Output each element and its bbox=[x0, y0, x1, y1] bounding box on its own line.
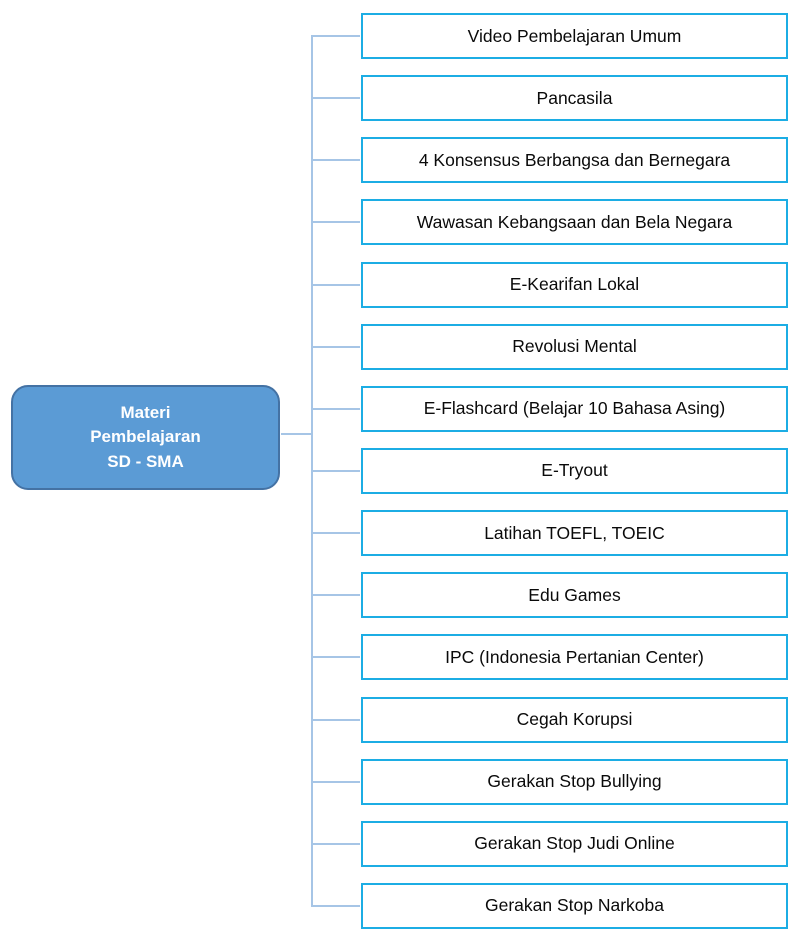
node-cegah-korupsi: Cegah Korupsi bbox=[311, 696, 788, 743]
node-edu-games: Edu Games bbox=[311, 572, 788, 619]
children-column: Video Pembelajaran Umum Pancasila 4 Kons… bbox=[311, 13, 788, 929]
connector-stub bbox=[311, 656, 360, 659]
root-connector-line bbox=[281, 433, 312, 435]
node-label: Gerakan Stop Judi Online bbox=[474, 833, 675, 854]
connector-stub bbox=[311, 35, 360, 37]
connector-stub bbox=[311, 469, 360, 472]
node-label: IPC (Indonesia Pertanian Center) bbox=[445, 646, 704, 667]
connector-stub bbox=[311, 283, 360, 286]
node-label: Cegah Korupsi bbox=[516, 709, 633, 730]
node-ipc-indonesia-pertanian-center: IPC (Indonesia Pertanian Center) bbox=[311, 634, 788, 681]
node-e-flashcard: E-Flashcard (Belajar 10 Bahasa Asing) bbox=[311, 385, 788, 432]
node-label: Edu Games bbox=[528, 584, 621, 605]
node-label: Latihan TOEFL, TOEIC bbox=[484, 522, 665, 543]
node-label: Gerakan Stop Narkoba bbox=[485, 895, 664, 916]
node-revolusi-mental: Revolusi Mental bbox=[311, 323, 788, 370]
node-label: E-Kearifan Lokal bbox=[509, 274, 640, 295]
node-label: Wawasan Kebangsaan dan Bela Negara bbox=[416, 211, 733, 232]
connector-stub bbox=[311, 780, 360, 783]
connector-stub bbox=[311, 904, 360, 907]
node-latihan-toefl-toeic: Latihan TOEFL, TOEIC bbox=[311, 510, 788, 557]
connector-stub bbox=[311, 345, 360, 348]
node-e-kearifan-lokal: E-Kearifan Lokal bbox=[311, 261, 788, 308]
root-label-line-2: Pembelajaran bbox=[90, 427, 201, 447]
connector-stub bbox=[311, 407, 360, 410]
node-e-tryout: E-Tryout bbox=[311, 447, 788, 494]
node-gerakan-stop-narkoba: Gerakan Stop Narkoba bbox=[311, 882, 788, 929]
connector-stub bbox=[311, 159, 360, 162]
node-label: Pancasila bbox=[536, 87, 613, 108]
node-pancasila: Pancasila bbox=[311, 75, 788, 122]
node-gerakan-stop-judi-online: Gerakan Stop Judi Online bbox=[311, 820, 788, 867]
root-label-line-3: SD - SMA bbox=[107, 451, 184, 471]
node-gerakan-stop-bullying: Gerakan Stop Bullying bbox=[311, 758, 788, 805]
node-4-konsensus-berbangsa-dan-bernegara: 4 Konsensus Berbangsa dan Bernegara bbox=[311, 137, 788, 184]
connector-stub bbox=[311, 842, 360, 845]
node-label: Gerakan Stop Bullying bbox=[487, 771, 662, 792]
node-label: E-Flashcard (Belajar 10 Bahasa Asing) bbox=[423, 398, 726, 419]
node-label: 4 Konsensus Berbangsa dan Bernegara bbox=[418, 149, 731, 170]
node-video-pembelajaran-umum: Video Pembelajaran Umum bbox=[311, 13, 788, 59]
connector-stub bbox=[311, 221, 360, 224]
node-label: Video Pembelajaran Umum bbox=[467, 25, 682, 46]
node-label: E-Tryout bbox=[541, 460, 608, 481]
connector-stub bbox=[311, 594, 360, 597]
connector-stub bbox=[311, 532, 360, 535]
root-label-line-1: Materi bbox=[120, 402, 171, 422]
node-label: Revolusi Mental bbox=[512, 336, 637, 357]
connector-stub bbox=[311, 97, 360, 100]
root-node: Materi Pembelajaran SD - SMA bbox=[11, 385, 280, 490]
connector-stub bbox=[311, 718, 360, 721]
node-wawasan-kebangsaan-dan-bela-negara: Wawasan Kebangsaan dan Bela Negara bbox=[311, 199, 788, 246]
